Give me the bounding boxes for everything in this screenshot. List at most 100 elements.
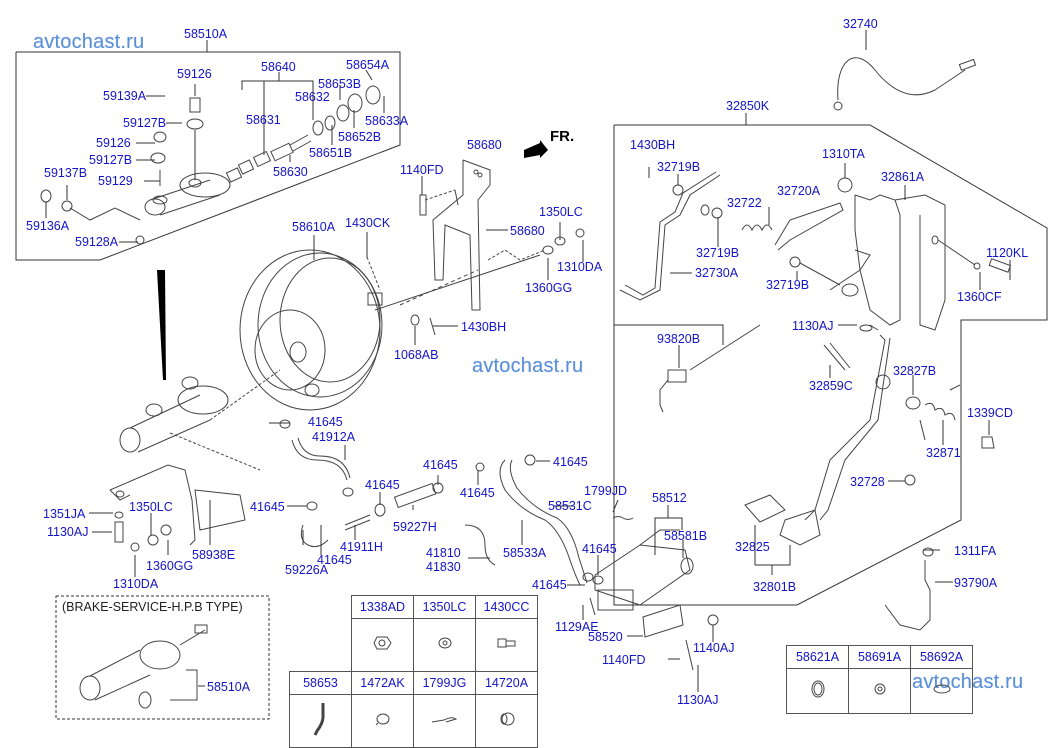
- grommet-icon: [475, 694, 538, 748]
- part-label[interactable]: 32719B: [657, 160, 701, 174]
- part-label[interactable]: 1130AJ: [792, 319, 834, 333]
- part-label[interactable]: 32722: [727, 196, 762, 210]
- part-label[interactable]: 58610A: [292, 220, 336, 234]
- part-label[interactable]: 41810: [426, 546, 461, 560]
- part-label[interactable]: 32719B: [696, 246, 740, 260]
- part-label[interactable]: 93790A: [954, 576, 998, 590]
- part-label[interactable]: 58632: [295, 90, 330, 104]
- part-label[interactable]: 1120KL: [986, 246, 1029, 260]
- part-label[interactable]: 1360GG: [146, 559, 194, 573]
- part-label[interactable]: 1351JA: [43, 507, 86, 521]
- part-label[interactable]: 58633A: [365, 114, 409, 128]
- part-label[interactable]: 1140FD: [602, 653, 646, 667]
- part-label[interactable]: 58512: [652, 491, 687, 505]
- part-label[interactable]: 1360CF: [957, 290, 1002, 304]
- pedal-assembly-frame: [613, 124, 1048, 606]
- part-label[interactable]: 1310DA: [557, 260, 603, 274]
- brake-booster-drawing: [239, 249, 541, 411]
- part-label[interactable]: 58652B: [338, 130, 382, 144]
- part-label[interactable]: 1310TA: [822, 147, 865, 161]
- part-label[interactable]: 58651B: [309, 146, 353, 160]
- part-label[interactable]: 1068AB: [394, 348, 439, 362]
- table-cell-label[interactable]: 58692A: [910, 645, 973, 669]
- part-label[interactable]: 32728: [850, 475, 885, 489]
- part-label[interactable]: 1129AE: [555, 620, 599, 634]
- table-cell-label[interactable]: 1799JG: [413, 671, 476, 695]
- part-label[interactable]: 58630: [273, 165, 308, 179]
- part-label[interactable]: 58533A: [503, 546, 547, 560]
- part-label[interactable]: 41645: [250, 500, 285, 514]
- part-label[interactable]: 59128A: [75, 235, 119, 249]
- part-label[interactable]: 58581B: [664, 529, 708, 543]
- part-label[interactable]: 59137B: [44, 166, 88, 180]
- part-label[interactable]: 32730A: [695, 266, 739, 280]
- part-label[interactable]: 41645: [460, 486, 495, 500]
- part-label[interactable]: 59136A: [26, 219, 70, 233]
- part-label[interactable]: 1140AJ: [693, 641, 735, 655]
- part-label[interactable]: 32825: [735, 540, 770, 554]
- part-label[interactable]: 41645: [582, 542, 617, 556]
- part-label[interactable]: 41645: [317, 553, 352, 567]
- part-label[interactable]: 59126: [96, 136, 131, 150]
- part-label[interactable]: 32801B: [753, 580, 797, 594]
- part-label[interactable]: 32827B: [893, 364, 937, 378]
- part-label[interactable]: 58654A: [346, 58, 390, 72]
- part-label[interactable]: 1360GG: [525, 281, 573, 295]
- part-label[interactable]: 41645: [423, 458, 458, 472]
- part-label[interactable]: 58510A: [207, 680, 251, 694]
- table-cell-label[interactable]: 1350LC: [413, 595, 476, 619]
- part-label[interactable]: 32871: [926, 446, 961, 460]
- part-label[interactable]: 1130AJ: [677, 693, 719, 707]
- part-label[interactable]: 32859C: [809, 379, 853, 393]
- part-label[interactable]: 41645: [532, 578, 567, 592]
- part-label[interactable]: 32850K: [726, 99, 770, 113]
- table-cell-label[interactable]: 1338AD: [351, 595, 414, 619]
- master-cylinder-drawing: [40, 85, 381, 245]
- part-label[interactable]: 32740: [843, 17, 878, 31]
- part-label[interactable]: 1130AJ: [47, 525, 89, 539]
- table-cell-label[interactable]: 14720A: [475, 671, 538, 695]
- part-label[interactable]: 59227H: [393, 520, 437, 534]
- part-label[interactable]: 93820B: [657, 332, 701, 346]
- part-label[interactable]: 58510A: [184, 27, 228, 41]
- part-label[interactable]: 59127B: [89, 153, 133, 167]
- part-label[interactable]: 41830: [426, 560, 461, 574]
- part-label[interactable]: 59139A: [103, 89, 147, 103]
- part-label[interactable]: 58640: [261, 60, 296, 74]
- part-label[interactable]: 1140FD: [400, 163, 444, 177]
- part-label[interactable]: 59127B: [123, 116, 167, 130]
- part-label[interactable]: 41911H: [340, 540, 383, 554]
- part-label[interactable]: 59226A: [285, 563, 329, 577]
- part-label[interactable]: 58653B: [318, 77, 362, 91]
- part-label[interactable]: 41645: [553, 455, 588, 469]
- part-label[interactable]: 1430BH: [461, 320, 507, 334]
- part-label[interactable]: 1339CD: [967, 406, 1013, 420]
- table-cell-label[interactable]: 1430CC: [475, 595, 538, 619]
- part-label[interactable]: 1311FA: [954, 544, 997, 558]
- part-label[interactable]: 41912A: [312, 430, 356, 444]
- part-label[interactable]: 32861A: [881, 170, 925, 184]
- part-label[interactable]: 58631: [246, 113, 281, 127]
- part-label[interactable]: 1430CK: [345, 216, 391, 230]
- table-cell-label[interactable]: 1472AK: [351, 671, 414, 695]
- part-label[interactable]: 1350LC: [539, 205, 583, 219]
- part-label[interactable]: 1310DA: [113, 577, 159, 591]
- part-label[interactable]: 41645: [365, 478, 400, 492]
- part-label[interactable]: 59126: [177, 67, 212, 81]
- part-label[interactable]: 59129: [98, 174, 133, 188]
- part-label[interactable]: 58520: [588, 630, 623, 644]
- parts-diagram: avtochast.ru avtochast.ru avtochast.ru F…: [15, 17, 1048, 748]
- part-label[interactable]: 1430BH: [630, 138, 676, 152]
- table-cell-label[interactable]: 58621A: [786, 645, 849, 669]
- part-label[interactable]: 58531C: [548, 499, 592, 513]
- part-label[interactable]: 1350LC: [129, 500, 173, 514]
- part-label[interactable]: 58680: [467, 138, 502, 152]
- part-label[interactable]: 32719B: [766, 278, 810, 292]
- part-label[interactable]: 32720A: [777, 184, 821, 198]
- part-label[interactable]: 58680: [510, 224, 545, 238]
- table-cell-label[interactable]: 58653: [289, 671, 352, 695]
- part-label[interactable]: 1799JD: [584, 484, 628, 498]
- part-label[interactable]: 41645: [308, 415, 343, 429]
- part-label[interactable]: 58938E: [192, 548, 236, 562]
- table-cell-label[interactable]: 58691A: [848, 645, 911, 669]
